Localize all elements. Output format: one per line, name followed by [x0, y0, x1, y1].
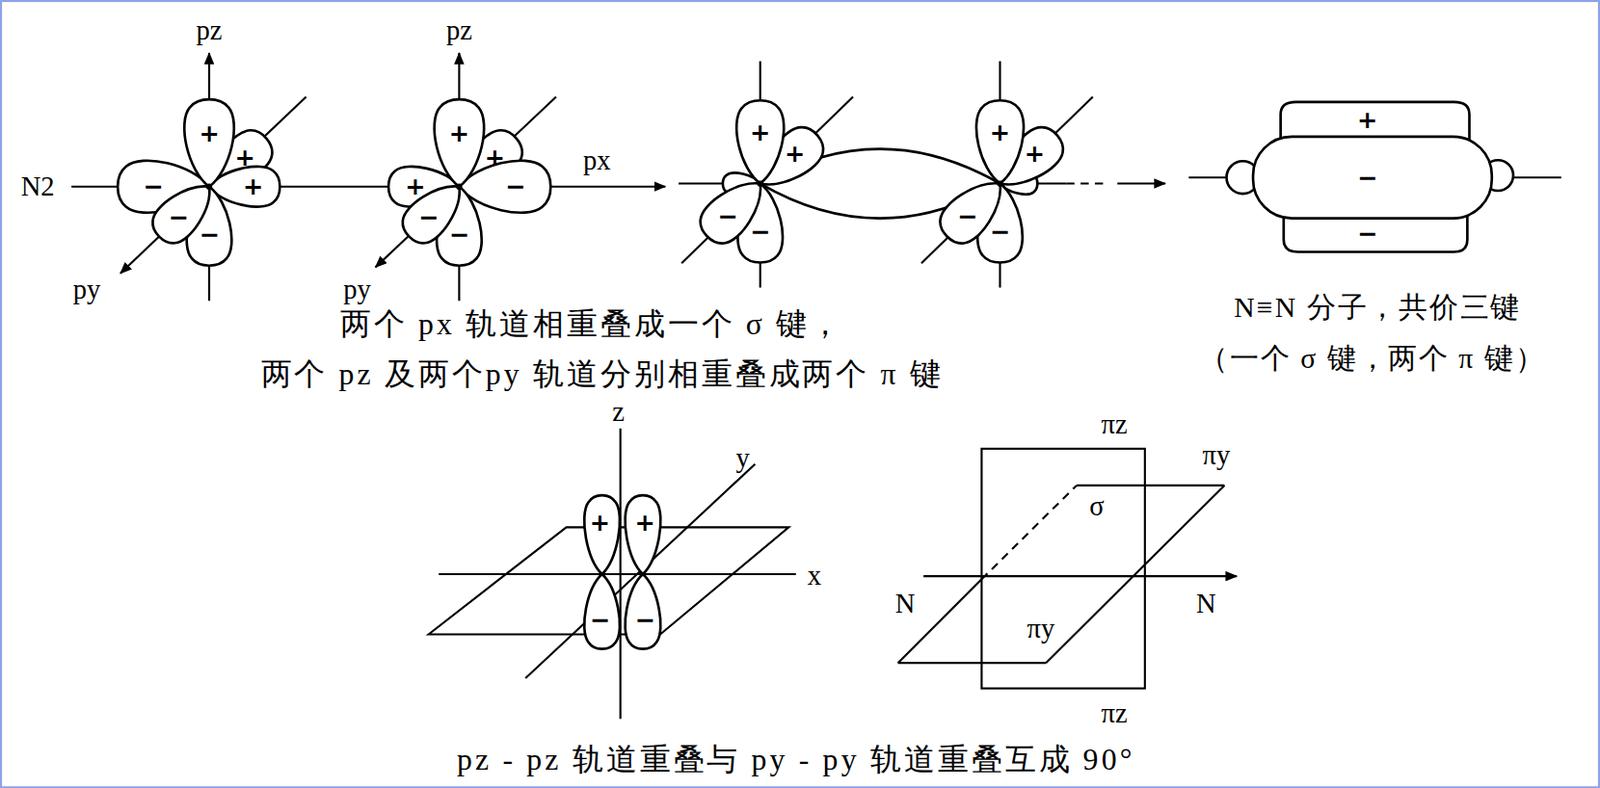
plane-label: N — [895, 589, 916, 618]
phase-sign: + — [449, 121, 470, 146]
axis-label: py — [73, 275, 102, 304]
axis-label: z — [612, 398, 625, 427]
figure-caption: （一个 σ 键，两个 π 键） — [1199, 345, 1546, 374]
axis-label: pz — [196, 16, 223, 45]
axis-label: pz — [446, 16, 473, 45]
phase-sign: + — [484, 144, 506, 169]
phase-sign: − — [749, 219, 771, 244]
plane-label: N2 — [21, 172, 55, 201]
phase-sign: − — [449, 222, 470, 247]
phase-sign: + — [589, 509, 611, 534]
phase-sign: + — [634, 509, 655, 534]
phase-sign: − — [418, 205, 439, 230]
plane-label: πz — [1101, 700, 1128, 729]
phase-sign: − — [168, 205, 189, 230]
figure-caption: N≡N 分子，共价三键 — [1233, 293, 1521, 323]
phase-sign: − — [1357, 165, 1378, 190]
phase-sign: − — [634, 608, 655, 633]
axis-label: y — [736, 445, 750, 474]
figure-caption: 两个 px 轨道相重叠成一个 σ 键， — [340, 309, 844, 341]
phase-sign: + — [198, 121, 219, 146]
phase-sign: + — [1357, 107, 1378, 133]
axis-label: px — [583, 147, 612, 176]
axis-label: py — [343, 275, 372, 304]
phase-sign: − — [717, 204, 738, 229]
phase-sign: + — [234, 144, 255, 169]
phase-sign: + — [989, 120, 1011, 145]
axis-label: x — [807, 562, 822, 591]
phase-sign: − — [198, 222, 219, 247]
figure-caption: pz - pz 轨道重叠与 py - py 轨道重叠互成 90° — [456, 745, 1136, 776]
phase-sign: + — [784, 141, 805, 166]
plane-label: πy — [1026, 615, 1055, 644]
plane-label: πz — [1101, 411, 1128, 440]
phase-sign: − — [1357, 221, 1378, 246]
figure-caption: 两个 pz 及两个py 轨道分别相重叠成两个 π 键 — [261, 359, 944, 391]
phase-sign: − — [505, 174, 526, 199]
phase-sign: − — [957, 204, 978, 229]
plane-label: σ — [1089, 493, 1104, 522]
phase-sign: − — [589, 608, 611, 633]
phase-sign: − — [142, 174, 163, 199]
plane-label: N — [1196, 589, 1217, 618]
plane-label: πy — [1202, 442, 1231, 471]
phase-sign: + — [242, 174, 264, 199]
phase-sign: − — [989, 219, 1011, 244]
phase-sign: + — [1024, 141, 1045, 166]
phase-sign: + — [749, 120, 771, 145]
phase-sign: + — [404, 174, 426, 199]
